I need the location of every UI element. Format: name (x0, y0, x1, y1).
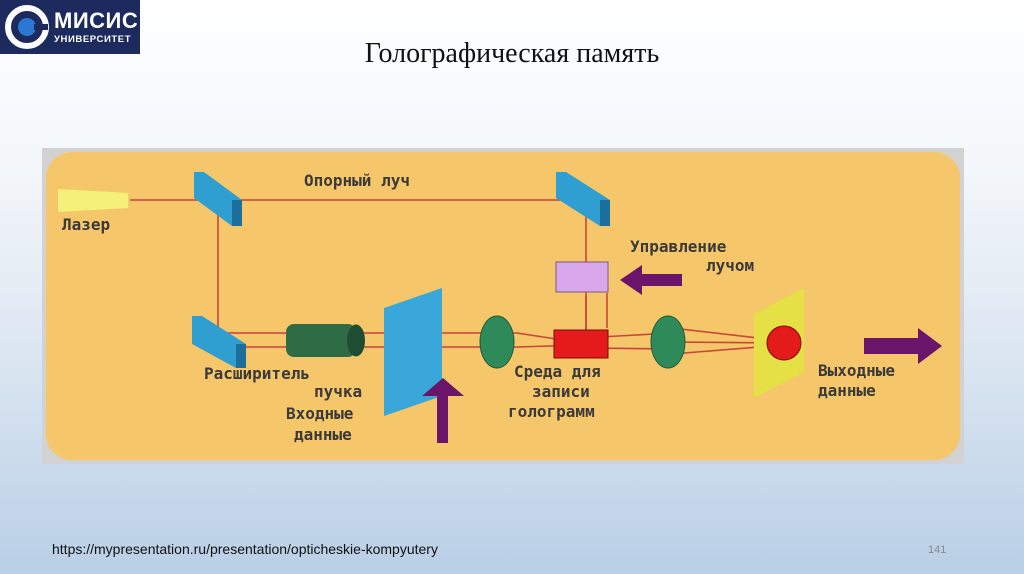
logo-name: МИСИС (54, 7, 139, 33)
label-input-1: Входные (286, 404, 353, 423)
label-beam-control-2: лучом (706, 256, 754, 275)
lens-left (479, 315, 515, 369)
label-reference-beam: Опорный луч (304, 171, 410, 190)
output-spot (766, 325, 802, 361)
misis-logo-icon (5, 5, 49, 49)
label-expander-1: Расширитель (204, 364, 310, 383)
input-data-arrow (422, 378, 464, 443)
slide-title: Голографическая память (364, 38, 660, 69)
beam-controller (555, 261, 609, 293)
holographic-memory-diagram: Опорный луч Лазер Управление лучом Расши… (42, 148, 964, 464)
beam-expander (286, 324, 365, 357)
label-output-1: Выходные (818, 361, 895, 380)
label-beam-control-1: Управление (630, 237, 726, 256)
label-medium-1: Среда для (514, 362, 601, 381)
recording-medium (553, 329, 609, 359)
misis-logo: МИСИС УНИВЕРСИТЕТ (0, 0, 140, 54)
diagram-background (46, 152, 960, 460)
label-laser: Лазер (62, 215, 110, 234)
mirror-bottom-left (192, 316, 246, 368)
source-url[interactable]: https://mypresentation.ru/presentation/o… (52, 541, 438, 557)
lens-right (650, 315, 686, 369)
label-medium-3: голограмм (508, 402, 595, 421)
label-output-2: данные (818, 381, 876, 400)
page-number: 141 (928, 544, 947, 556)
mirror-top-right (556, 172, 610, 226)
logo-subtitle: УНИВЕРСИТЕТ (54, 33, 132, 45)
laser-source (58, 189, 128, 212)
mirror-top-left (194, 172, 242, 226)
label-expander-2: пучка (314, 382, 362, 401)
label-medium-2: записи (532, 382, 590, 401)
label-input-2: данные (294, 425, 352, 444)
spatial-light-modulator (384, 288, 442, 416)
beam-control-arrow (620, 265, 682, 295)
output-data-arrow (864, 328, 942, 364)
